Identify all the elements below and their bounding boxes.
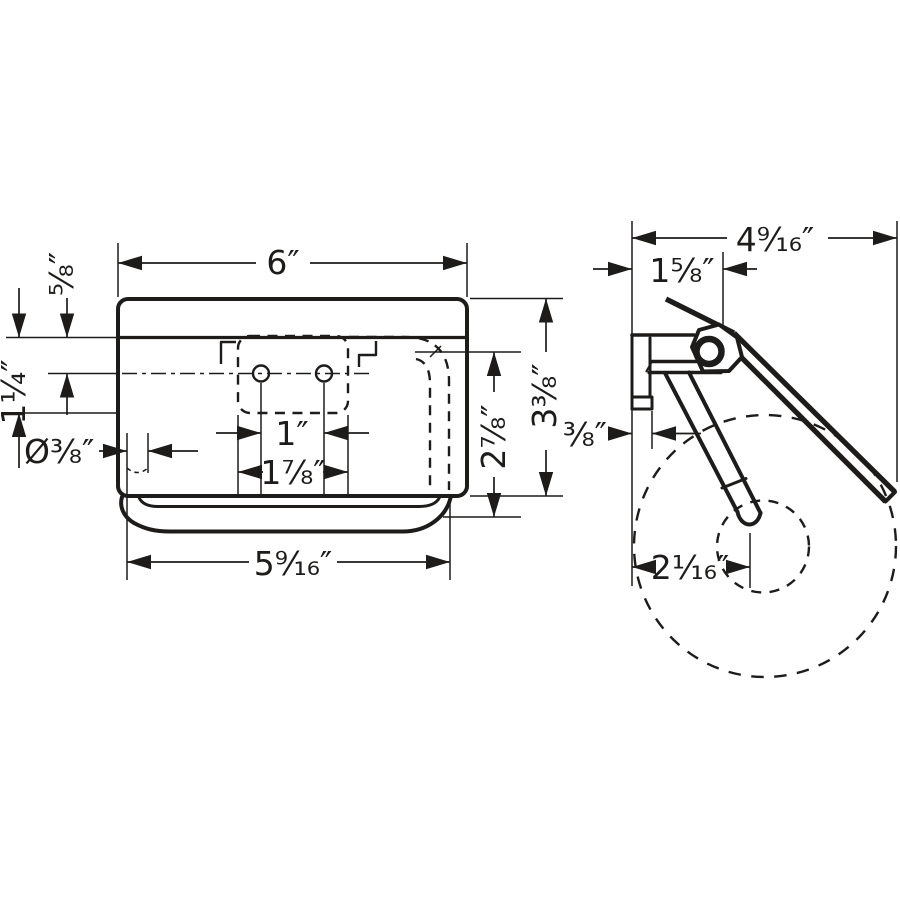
pivot-bar-chamfer [645,361,653,373]
side-view: 4⁹⁄₁₆″ 1⁵⁄₈″ [563,220,898,679]
dim-bar-width-label: 5⁹⁄₁₆″ [254,544,333,583]
holder-body-outline [116,297,469,498]
dim-plate-width-label: 1⁷⁄₈″ [260,453,325,492]
dim-plate-thickness: ³⁄₈″ [563,411,701,454]
dim-overall-width: 6″ [118,243,467,282]
spindle-sleeve-tick [720,477,748,490]
keyhole-slot-left [219,340,236,364]
extension-line-jog [429,345,442,358]
bracket-foot [630,395,654,411]
keyhole-slot-right [357,341,378,367]
cover-flap-outer-edge [732,331,897,494]
toilet-roll-outline-dashed [632,413,898,679]
hidden-compartment-outline [349,335,451,490]
dim-bar-width: 5⁹⁄₁₆″ [127,498,451,583]
dim-plate-offset: 1¹⁄₄″ [0,288,33,468]
dim-bar-center-height: 2⁷⁄₈″ [474,352,513,517]
roll-spindle-arm [663,370,763,527]
dim-overall-height: 3³⁄₈″ [525,298,564,496]
roll-bar-inner-line [137,496,441,508]
dim-overall-height-label: 3³⁄₈″ [525,363,564,428]
dim-lid-height: ⁵⁄₈″ [42,252,81,415]
dim-roll-center-offset-label: 2¹⁄₁₆″ [651,548,730,587]
mounting-plate-dashed [236,334,350,415]
dim-overall-depth: 4⁹⁄₁₆″ [632,220,897,259]
dim-plate-width: 1⁷⁄₈″ [238,453,348,492]
dim-hole-spacing: 1″ [216,414,369,453]
roll-bar-outline [119,495,453,534]
front-view: 6″ ⁵⁄₈″ [0,243,564,583]
dim-cover-projection: 1⁵⁄₈″ [593,251,757,290]
hinge-pin [693,335,725,368]
spindle-tip [735,510,763,527]
toilet-roll-core-dashed [715,499,811,594]
dim-bar-center-height-label: 2⁷⁄₈″ [474,404,513,469]
dim-plate-offset-label: 1¹⁄₄″ [0,359,33,424]
dim-roll-center-offset: 2¹⁄₁₆″ [632,533,751,588]
dim-lid-height-label: ⁵⁄₈″ [42,252,81,296]
dim-overall-width-label: 6″ [266,243,299,282]
dim-cover-projection-label: 1⁵⁄₈″ [649,251,714,290]
hidden-compartment-inner-line [415,357,432,489]
dim-hole-diameter-label: Ø³⁄₈″ [24,432,94,471]
dim-overall-depth-label: 4⁹⁄₁₆″ [736,220,815,259]
cover-flap-end-cap [883,490,897,504]
cover-flap-inner-edge [739,355,888,504]
dim-plate-thickness-label: ³⁄₈″ [563,415,607,454]
hidden-bar-arc [126,467,149,474]
dim-hole-spacing-label: 1″ [275,414,308,453]
wall-bracket [630,333,696,411]
